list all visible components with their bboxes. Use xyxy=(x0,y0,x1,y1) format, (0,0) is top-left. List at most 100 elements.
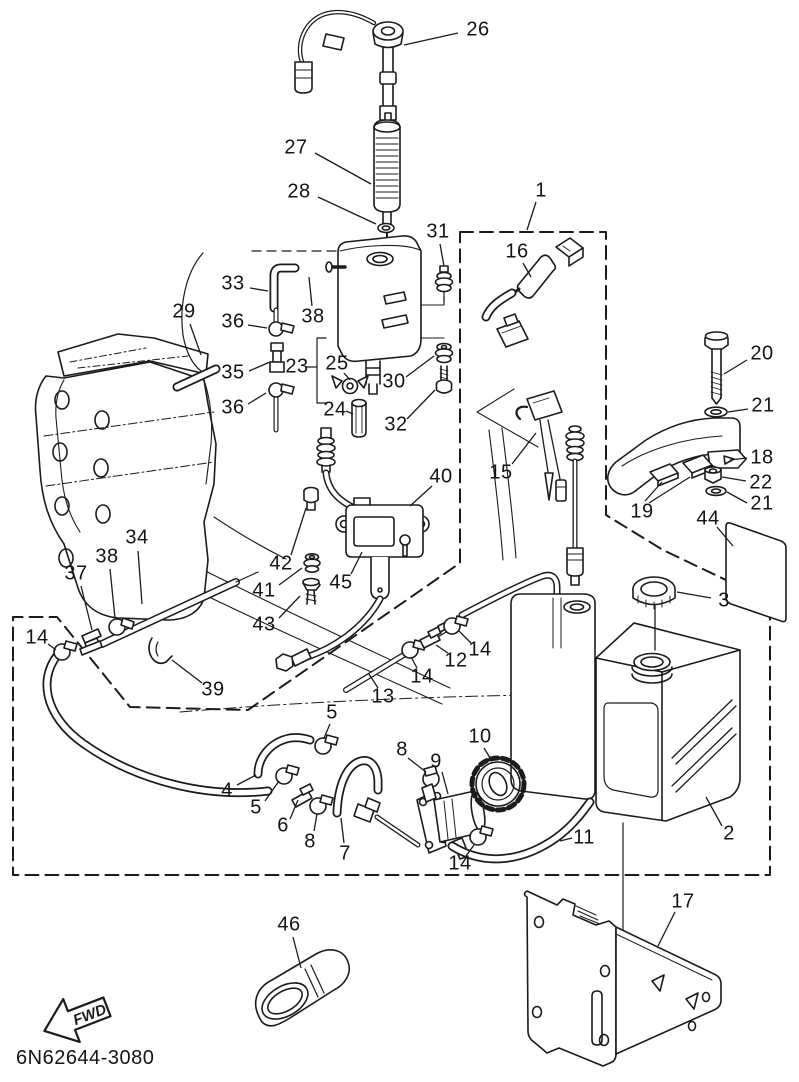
leader-line-24 xyxy=(345,410,354,415)
oil-level-sensor-15 xyxy=(476,388,585,586)
hose-11 xyxy=(447,797,595,864)
callout-36: 36 xyxy=(221,396,245,419)
leader-line-45 xyxy=(350,551,363,575)
leader-line-19 xyxy=(648,476,691,504)
callout-23: 23 xyxy=(285,355,309,378)
hose-clamp-5-left xyxy=(275,764,300,785)
callout-17: 17 xyxy=(671,890,695,913)
leader-line-36 xyxy=(247,324,268,329)
leader-line-5 xyxy=(323,723,331,739)
callout-21: 21 xyxy=(751,394,775,417)
callout-14: 14 xyxy=(468,638,492,661)
leader-line-34 xyxy=(137,550,143,605)
hose-clamp-8-left xyxy=(309,794,334,815)
callout-45: 45 xyxy=(329,571,353,594)
callout-14: 14 xyxy=(410,665,434,688)
callout-41: 41 xyxy=(252,579,276,602)
clamp-25 xyxy=(331,375,369,395)
callout-5: 5 xyxy=(250,796,262,819)
callout-10: 10 xyxy=(468,725,492,748)
leader-line-27 xyxy=(314,152,372,185)
bolt-20 xyxy=(704,331,729,405)
damper-plates-19 xyxy=(649,454,713,487)
callout-27: 27 xyxy=(284,136,308,159)
wire-harness-16 xyxy=(481,237,584,348)
leader-line-9 xyxy=(441,771,449,795)
leader-line-35 xyxy=(248,361,271,372)
pipe-24 xyxy=(351,398,367,438)
leader-line-12 xyxy=(435,644,449,654)
bolt-32 xyxy=(435,365,453,394)
leader-line-31 xyxy=(439,243,445,267)
callout-18: 18 xyxy=(750,446,774,469)
callout-4: 4 xyxy=(221,779,233,802)
callout-23-bracket xyxy=(305,337,327,404)
installation-boundary xyxy=(12,231,771,876)
fitting-37 xyxy=(79,628,103,656)
callout-32: 32 xyxy=(384,413,408,436)
callout-5: 5 xyxy=(326,701,338,724)
callout-19: 19 xyxy=(630,500,654,523)
gasket-28 xyxy=(377,222,395,253)
leader-line-41 xyxy=(278,567,303,586)
leader-line-42 xyxy=(290,507,307,556)
leader-line-38 xyxy=(109,568,116,619)
callout-11: 11 xyxy=(573,826,595,849)
leader-line-32 xyxy=(406,389,436,420)
leader-line-18 xyxy=(729,457,748,461)
leader-line-21 xyxy=(726,491,748,504)
leader-line-13 xyxy=(368,673,379,689)
leader-line-39 xyxy=(171,659,203,684)
hose-clamp-14-upper xyxy=(443,615,469,635)
callout-36: 36 xyxy=(221,310,245,333)
clip-39 xyxy=(148,637,173,665)
callout-44: 44 xyxy=(696,507,720,530)
callout-2: 2 xyxy=(723,822,735,845)
leader-line-46 xyxy=(292,936,302,969)
tank-recess-reservoir xyxy=(458,571,596,800)
breather-hose-33 xyxy=(251,250,357,433)
washer-21-lower xyxy=(705,485,727,497)
leader-line-33 xyxy=(249,287,269,292)
grommet-31 xyxy=(434,265,454,304)
leader-line-8 xyxy=(407,757,427,773)
callout-38: 38 xyxy=(95,545,119,568)
callout-16: 16 xyxy=(505,240,529,263)
grommet-41 xyxy=(303,552,321,573)
callout-46: 46 xyxy=(277,913,301,936)
leader-line-19 xyxy=(644,481,663,502)
fitting-42 xyxy=(303,486,319,511)
callout-13: 13 xyxy=(371,685,395,708)
callout-34: 34 xyxy=(125,526,149,549)
callout-38: 38 xyxy=(301,305,325,328)
main-oil-tank-2 xyxy=(595,602,741,822)
hose-clamp-8-right xyxy=(422,765,440,788)
leader-line-8 xyxy=(313,813,318,832)
callout-1: 1 xyxy=(535,179,547,202)
oil-strainer-27 xyxy=(373,119,401,225)
leader-line-28 xyxy=(317,196,377,225)
callout-40: 40 xyxy=(429,465,453,488)
oil-level-gauge-26 xyxy=(294,9,404,121)
hose-7 xyxy=(332,756,383,818)
leader-line-15 xyxy=(511,432,537,465)
washer-21-upper xyxy=(704,406,728,418)
callout-12: 12 xyxy=(444,649,468,672)
leader-line-14 xyxy=(458,630,472,644)
callout-35: 35 xyxy=(221,361,245,384)
joint-35 xyxy=(269,342,285,373)
hose-clamp-14-pump xyxy=(469,825,494,846)
leader-line-38 xyxy=(308,276,313,307)
drawing-number: 6N62644-3080 xyxy=(16,1047,155,1069)
leader-line-29 xyxy=(189,323,202,356)
callout-6: 6 xyxy=(277,814,289,837)
pump-knob-10 xyxy=(469,755,527,813)
gasket-45 xyxy=(353,516,395,547)
stern-bracket xyxy=(34,333,217,621)
leader-line-4 xyxy=(236,774,257,786)
hose-clamp-36-upper xyxy=(268,321,295,337)
leader-line-37 xyxy=(80,585,93,631)
callout-28: 28 xyxy=(287,180,311,203)
